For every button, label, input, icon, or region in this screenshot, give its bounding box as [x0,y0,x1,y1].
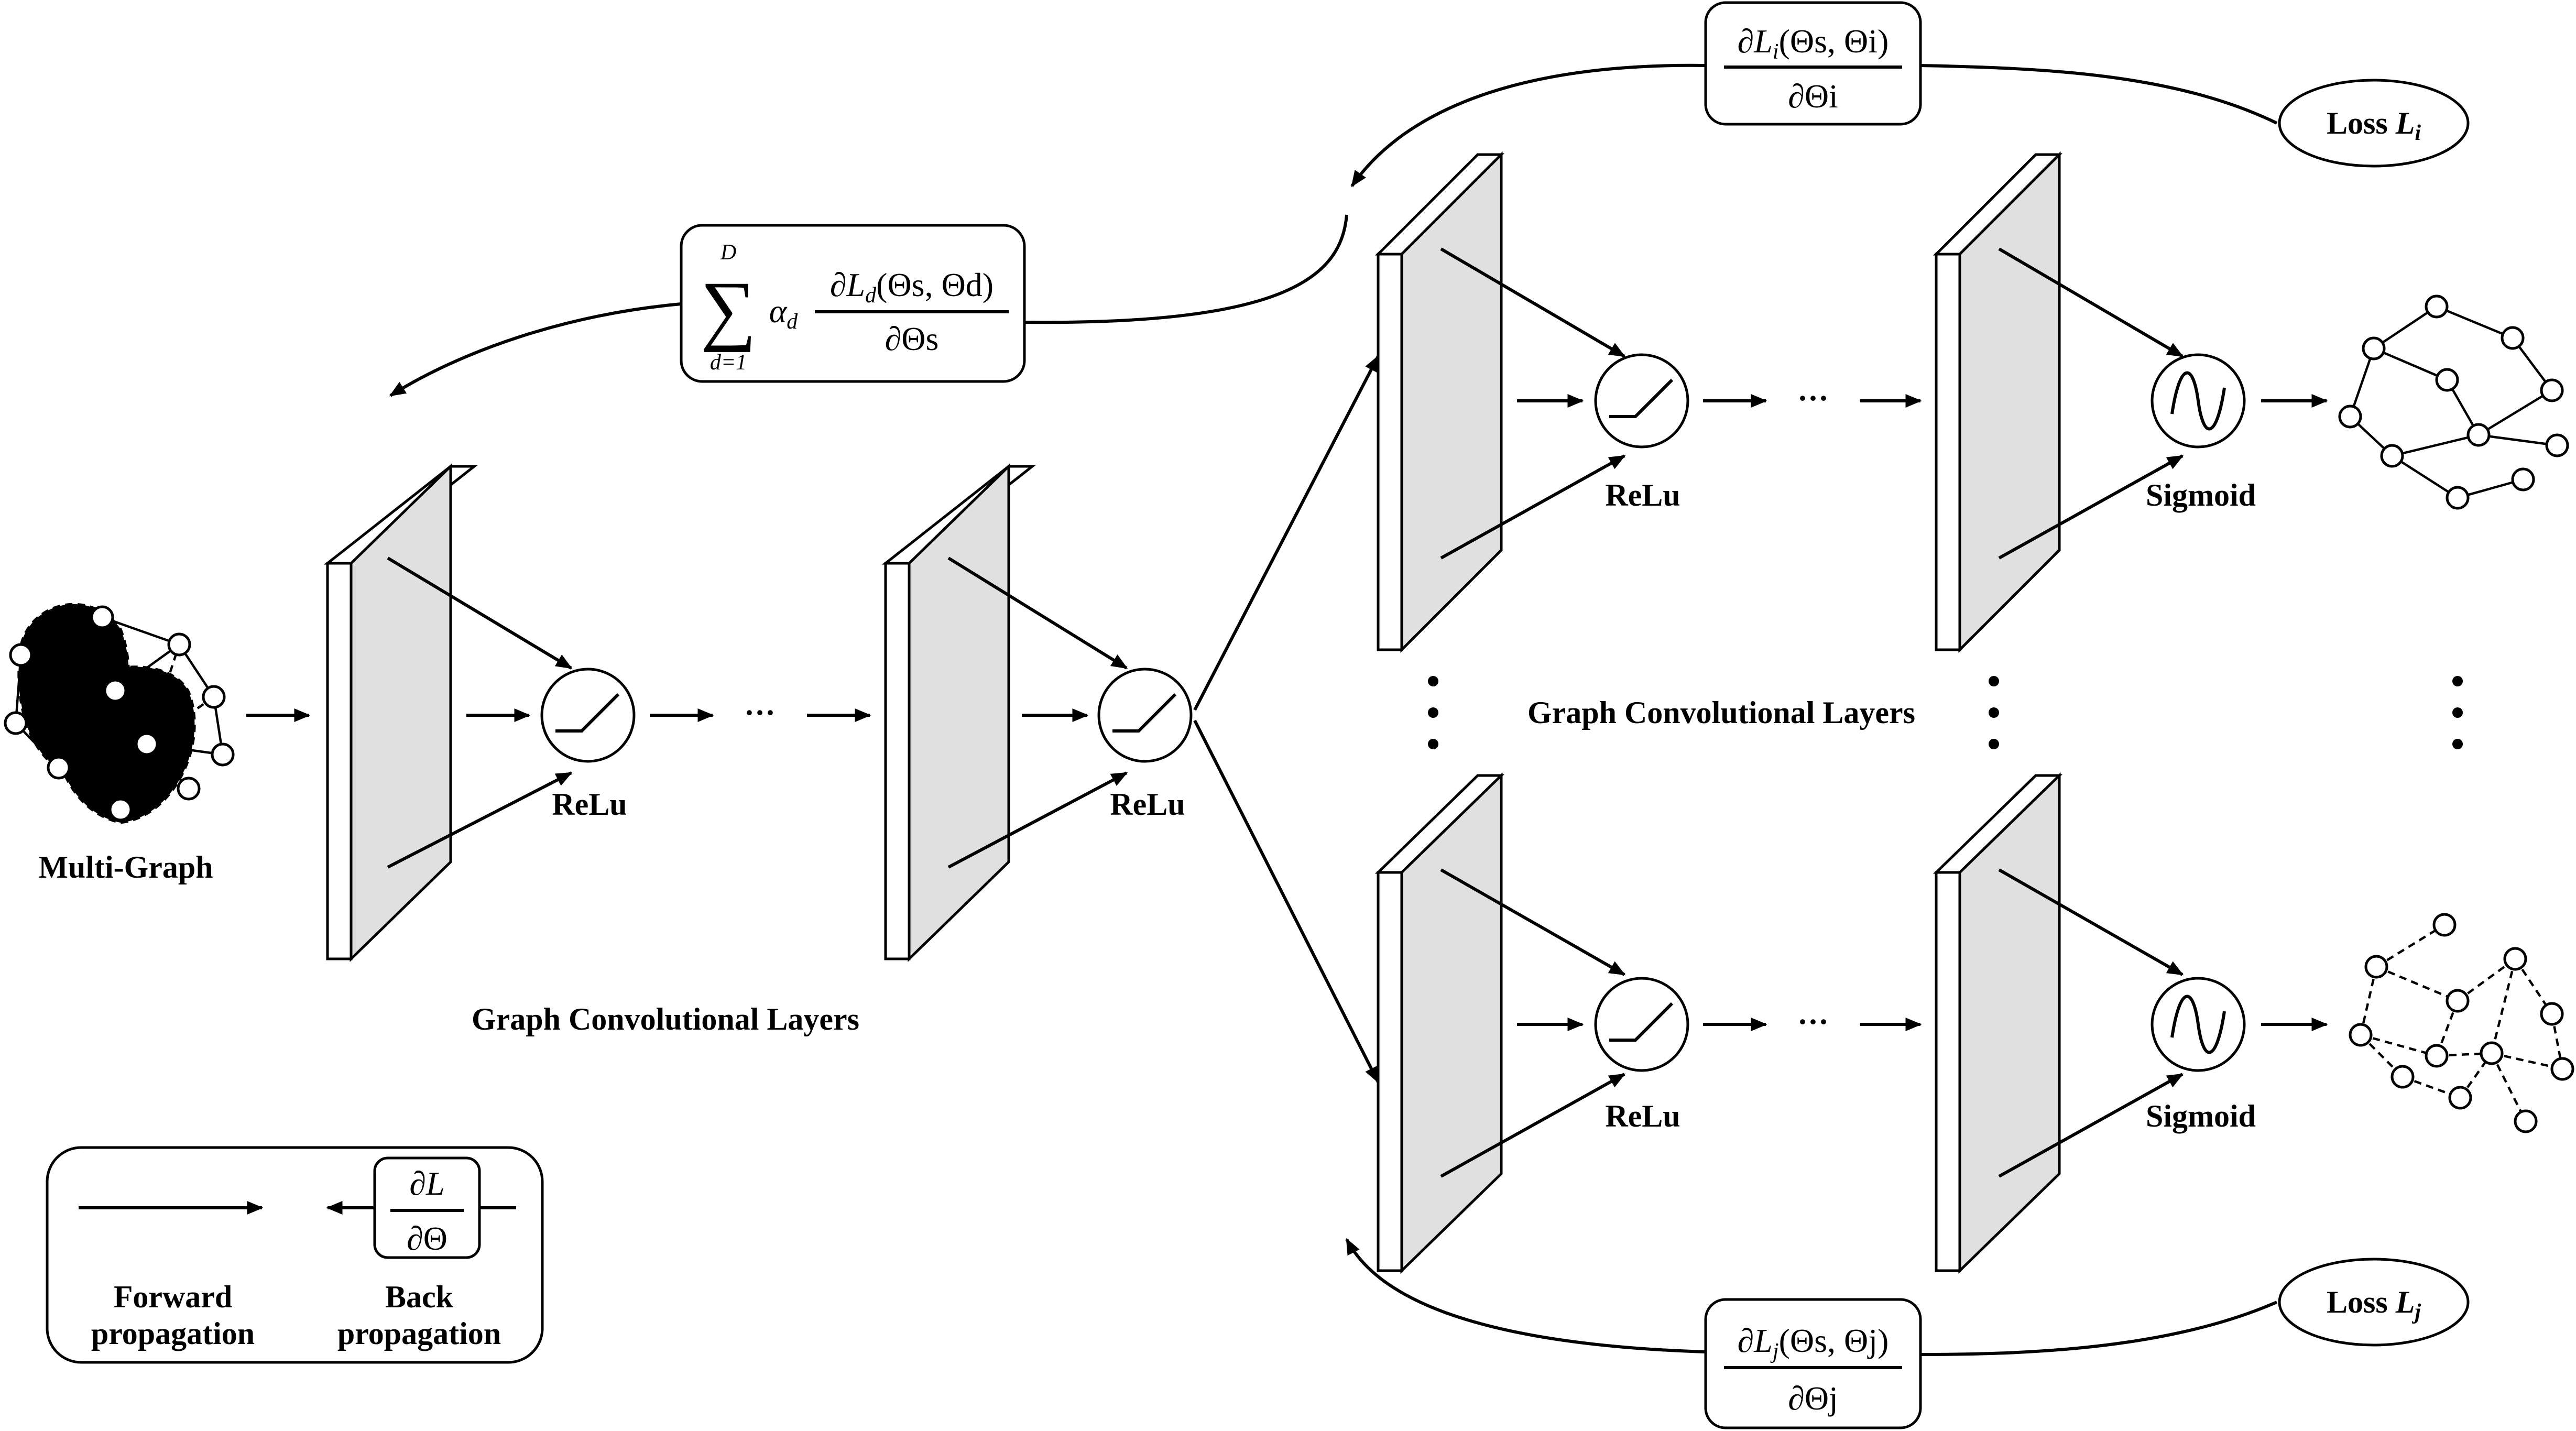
sigmoid-activation-task-i [2151,353,2246,449]
legend-forward-line1: Forward [114,1280,233,1314]
multi-graph-nodes [4,605,235,822]
task-i-layer-2-panel [1933,151,2063,653]
relu-icon [1609,378,1674,418]
grad-d-numerator: ∂L [830,266,865,303]
grad-j-numerator-sub: j [1770,1339,1779,1363]
vertical-ellipses [1428,676,2463,749]
relu-activation-task-j [1594,977,1689,1072]
alpha-subscript: d [787,310,798,334]
relu-label-2: ReLu [1110,787,1185,822]
grad-d-numerator-sub: d [865,283,877,308]
svg-text:Loss Lj: Loss Lj [2327,1285,2421,1324]
relu-label-1: ReLu [552,787,627,822]
legend: Forward propagation ∂L ∂Θ Back propagati… [46,1146,544,1364]
gcl-label-task-branches: Graph Convolutional Layers [1527,695,1915,730]
legend-gradient-num: ∂L [409,1165,444,1202]
grad-j-numerator: ∂L [1738,1322,1773,1359]
grad-d-args: (Θs, Θd) [876,266,994,303]
gradient-box-shared: D ∑ d=1 αd ∂Ld(Θs, Θd) ∂Θs [680,224,1026,383]
grad-i-numerator: ∂L [1738,23,1773,60]
grad-i-numerator-sub: i [1773,40,1779,64]
legend-back-line2: propagation [337,1316,501,1351]
relu-icon [1609,1002,1674,1042]
svg-text:∂Li(Θs, Θi): ∂Li(Θs, Θi) [1738,23,1889,64]
ellipsis-task-j: ··· [1797,1004,1829,1039]
loss-i-symbol: L [2395,106,2415,140]
branch-arrow-bottom [1193,719,1380,1084]
loss-j-symbol: L [2395,1285,2415,1319]
gradient-box-task-i: ∂Li(Θs, Θi) ∂Θi [1704,1,1922,126]
sigmoid-icon [2170,371,2226,431]
task-i-layer-1-panel [1374,151,1505,653]
loss-i-prefix: Loss [2327,106,2396,140]
relu-icon [1112,693,1177,733]
multi-graph-input: Multi-Graph [4,603,235,884]
loss-j-node: Loss Lj [2278,1258,2470,1347]
relu-activation-1 [540,668,636,763]
multi-graph-dashed-hulls [17,603,196,824]
loss-j-prefix: Loss [2327,1285,2396,1319]
sum-lower-limit: d=1 [710,351,747,375]
alpha-symbol: α [769,292,788,330]
backprop-curve-j-left [1345,1238,1706,1353]
relu-activation-2 [1097,668,1193,763]
relu-activation-task-i [1594,353,1689,449]
sigmoid-icon [2170,995,2226,1054]
ellipsis-shared: ··· [744,695,776,730]
gcl-label-shared: Graph Convolutional Layers [472,1002,859,1036]
ellipsis-task-i: ··· [1797,381,1829,416]
loss-i-node: Loss Li [2278,79,2470,168]
backprop-curve-i-left [1350,63,1706,188]
branch-arrow-top [1193,355,1380,711]
svg-text:Loss Li: Loss Li [2327,106,2421,145]
shared-layer-2-panel [881,463,1036,962]
shared-gcn-block: ReLu ··· ReLu Graph Convolutional Layers [246,463,1193,1036]
svg-text:αd: αd [769,292,799,334]
legend-gradient-box [373,1156,481,1259]
backprop-curve-shared-right [1024,214,1348,324]
legend-forward-line2: propagation [91,1316,255,1351]
task-j-branch: ReLu ··· Sigmoid [1374,772,2574,1274]
relu-label-task-j: ReLu [1605,1099,1680,1133]
relu-icon [555,693,620,733]
grad-i-denominator: ∂Θi [1788,78,1838,115]
relu-label-task-i: ReLu [1605,478,1680,512]
gradient-box-task-j: ∂Lj(Θs, Θj) ∂Θj [1704,1298,1922,1429]
sum-upper-limit: D [720,241,736,265]
grad-j-args: (Θs, Θj) [1779,1322,1889,1359]
grad-i-args: (Θs, Θi) [1779,23,1889,60]
grad-d-denominator: ∂Θs [885,320,939,357]
legend-gradient-den: ∂Θ [407,1220,447,1257]
backprop-curve-i-right [1920,64,2278,125]
backprop-curve-shared-left [389,302,682,397]
output-graph-task-i [2338,294,2569,510]
shared-layer-1-panel [323,463,478,962]
task-j-layer-2-panel [1933,772,2063,1274]
svg-text:∂Lj(Θs, Θj): ∂Lj(Θs, Θj) [1738,1322,1889,1363]
sigmoid-label-task-i: Sigmoid [2146,478,2256,512]
grad-j-denominator: ∂Θj [1788,1380,1838,1417]
sigmoid-label-task-j: Sigmoid [2146,1099,2256,1133]
sum-sigma: ∑ [701,266,757,353]
loss-i-subscript: i [2415,121,2421,145]
task-j-layer-1-panel [1374,772,1505,1274]
output-graph-task-j [2349,913,2574,1133]
task-i-branch: ReLu ··· Sigmoid [1374,151,2569,653]
legend-back-line1: Back [385,1280,454,1314]
backprop-curve-j-right [1920,1301,2278,1356]
multi-graph-label: Multi-Graph [38,850,213,884]
sigmoid-activation-task-j [2151,977,2246,1072]
svg-text:∂Ld(Θs, Θd): ∂Ld(Θs, Θd) [830,266,994,308]
